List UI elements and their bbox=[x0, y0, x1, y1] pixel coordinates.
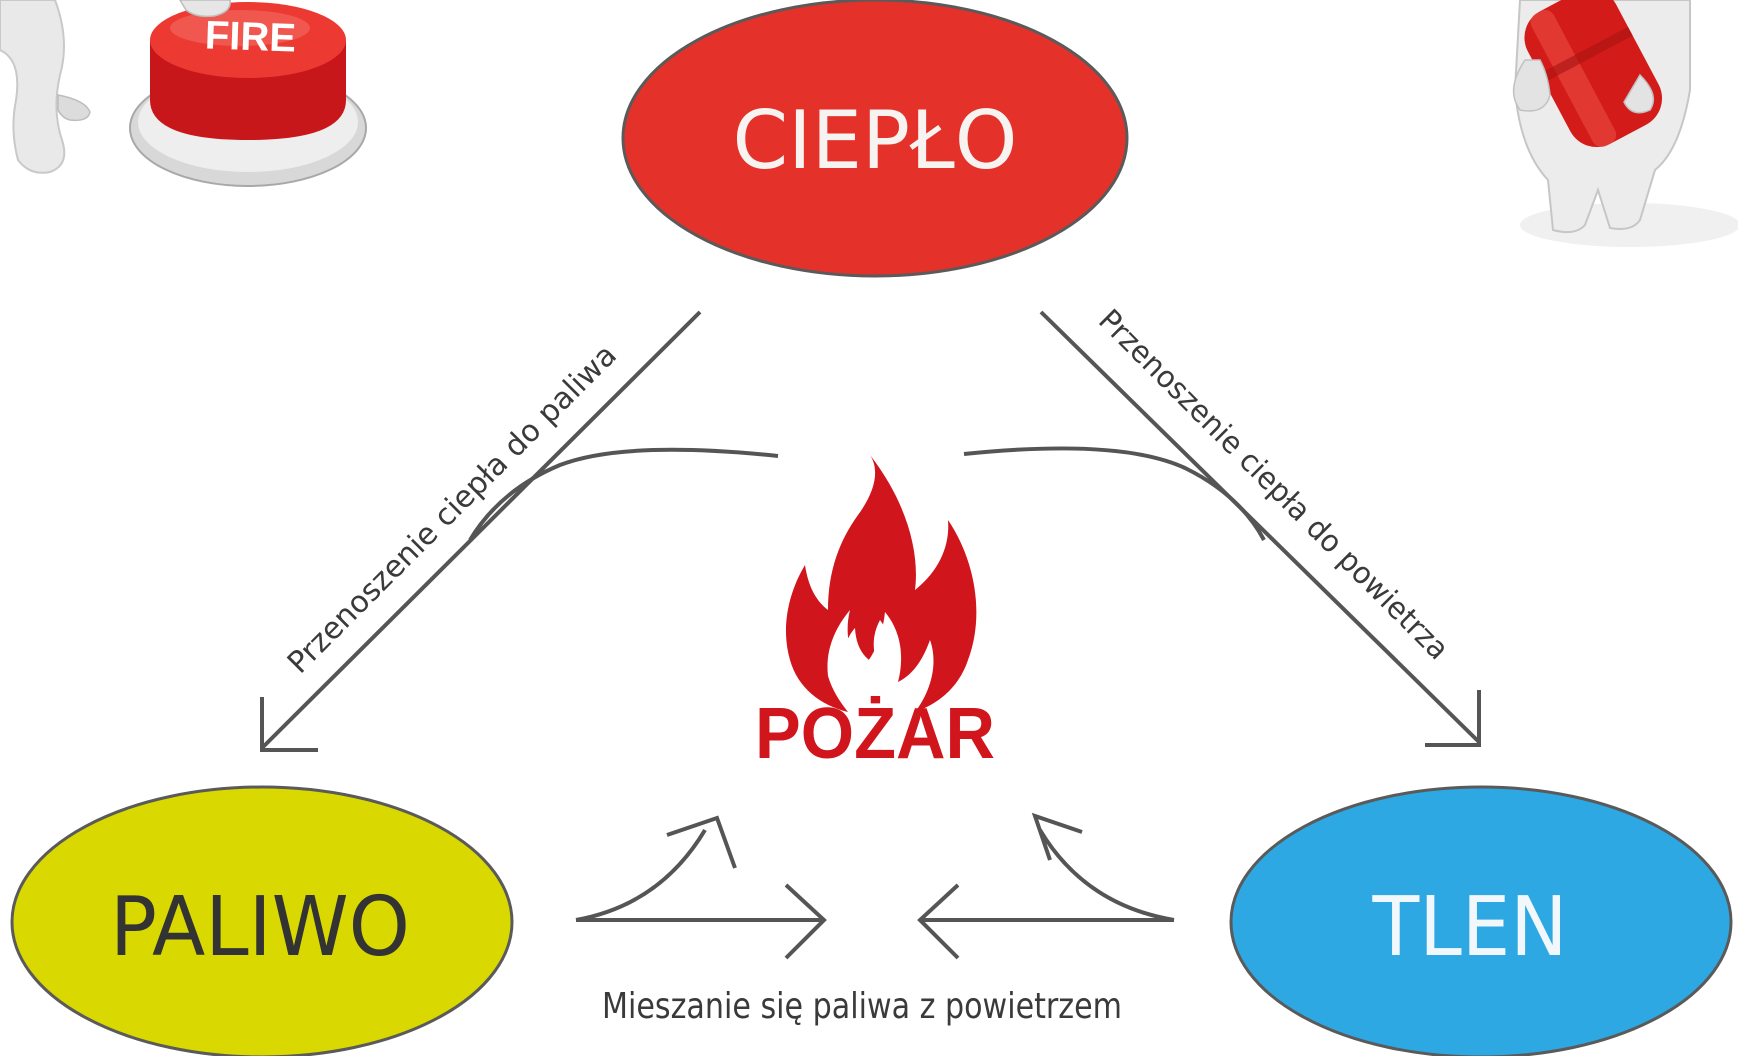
fire-extinguisher-figure-icon bbox=[1512, 0, 1738, 247]
heat-label: CIEPŁO bbox=[733, 94, 1018, 187]
heat-to-oxygen-label: Przenoszenie ciepła do powietrza bbox=[1091, 303, 1455, 667]
fuel-to-center-arrowhead bbox=[784, 883, 827, 960]
left-curve-arrow bbox=[468, 447, 779, 542]
fuel-ellipse bbox=[10, 785, 514, 1056]
mixing-label: Mieszanie się paliwa z powietrzem bbox=[602, 986, 1122, 1027]
heat-to-fuel-label: Przenoszenie ciepła do paliwa bbox=[281, 338, 624, 681]
fire-label: POŻAR bbox=[755, 694, 995, 774]
heat-to-fuel-arrowhead bbox=[260, 697, 318, 752]
flame-icon bbox=[785, 455, 977, 712]
heat-to-fuel-arrow bbox=[260, 310, 702, 750]
heat-to-oxygen-arrowhead bbox=[1425, 690, 1481, 747]
oxygen-node: TLEN bbox=[1229, 785, 1733, 1056]
oxygen-label: TLEN bbox=[1372, 880, 1568, 975]
right-curve-arrow bbox=[963, 446, 1266, 541]
heat-node: CIEPŁO bbox=[621, 0, 1129, 278]
fuel-up-curve-arrow bbox=[575, 828, 707, 922]
oxygen-to-center-arrowhead bbox=[917, 883, 960, 960]
oxygen-up-curve-arrow bbox=[1038, 828, 1175, 922]
fuel-up-curve-arrowhead bbox=[666, 815, 737, 869]
fire-button-label: FIRE bbox=[204, 13, 297, 60]
fuel-node: PALIWO bbox=[10, 785, 514, 1056]
oxygen-up-curve-arrowhead bbox=[1031, 812, 1083, 861]
fuel-label: PALIWO bbox=[110, 880, 410, 975]
arrows bbox=[260, 310, 1481, 960]
fire-alarm-button-icon: FIRE bbox=[0, 0, 367, 187]
oxygen-ellipse bbox=[1229, 785, 1733, 1056]
heat-to-oxygen-arrow bbox=[1039, 310, 1481, 744]
heat-ellipse bbox=[621, 0, 1129, 278]
